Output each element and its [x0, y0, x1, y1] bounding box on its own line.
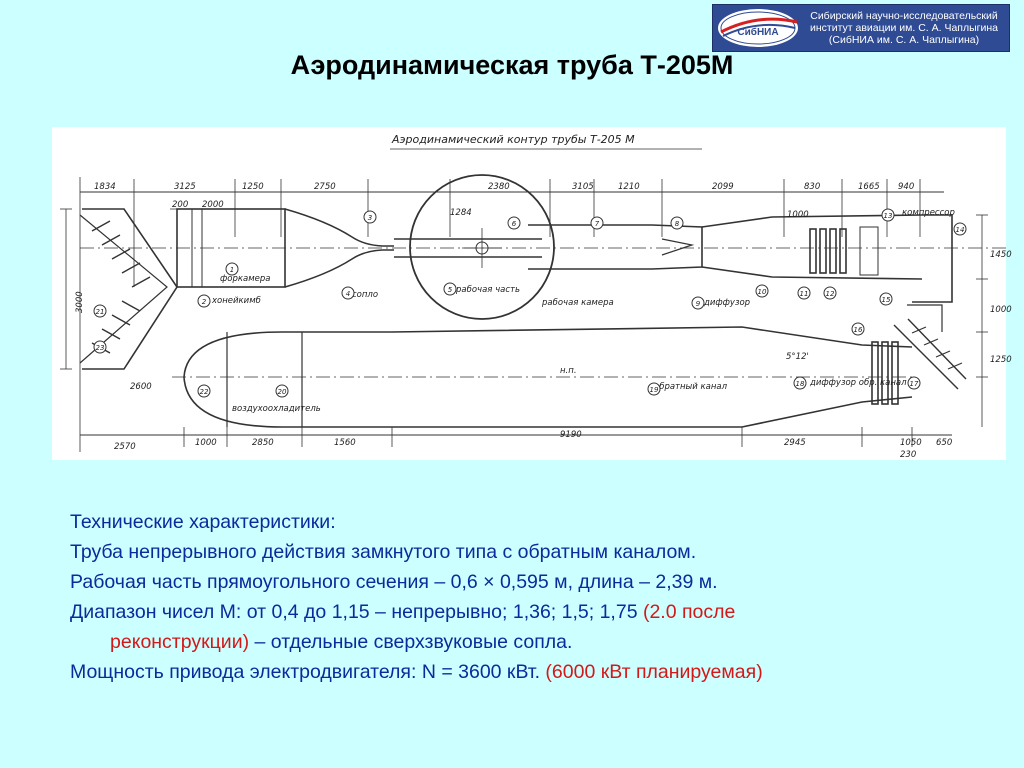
- dim-side-4: 1000: [990, 305, 1012, 315]
- logo-line-3: (СибНИА им. С. А. Чаплыгина): [828, 34, 980, 46]
- specs-line-5: Мощность привода электродвигателя: N = 3…: [70, 657, 1010, 687]
- sibnia-emblem-icon: СибНИА: [718, 9, 798, 47]
- logo-line-2: институт авиации им. С. А. Чаплыгина: [810, 22, 998, 34]
- label-return-diffuser: диффузор обр. канал: [809, 378, 907, 388]
- specs-line-3-red: (2.0 после: [642, 601, 736, 623]
- label-diffuser: диффузор: [703, 298, 750, 308]
- dim-top-9: 830: [804, 182, 820, 192]
- marker-13: 13: [884, 212, 893, 220]
- dim-bottom-3: 2850: [252, 438, 274, 448]
- label-working-chamber: рабочая камера: [541, 298, 614, 308]
- marker-16: 16: [854, 326, 863, 334]
- marker-4: 4: [346, 290, 350, 298]
- wind-tunnel-drawing: Аэродинамический контур трубы Т-205 М 18…: [52, 127, 1012, 460]
- label-angle: 5°12': [786, 352, 809, 362]
- specs-line-4: реконструкции) – отдельные сверхзвуковые…: [70, 627, 1010, 657]
- drawing-caption: Аэродинамический контур трубы Т-205 М: [391, 133, 635, 146]
- dim-top-3: 1250: [242, 182, 264, 192]
- dim-sub-3: 1284: [450, 208, 472, 218]
- label-compressor: компрессор: [902, 208, 955, 218]
- label-return-channel: обратный канал: [654, 382, 728, 392]
- label-forkamera: форкамера: [220, 274, 270, 284]
- dim-side-2: 2600: [130, 382, 152, 392]
- specs-line-1: Труба непрерывного действия замкнутого т…: [70, 541, 697, 563]
- dim-top-1: 1834: [94, 182, 116, 192]
- dim-bottom-5: 9190: [560, 430, 582, 440]
- specs-line-3: Диапазон чисел М: от 0,4 до 1,15 – непре…: [70, 597, 1010, 627]
- dim-top-7: 1210: [618, 182, 640, 192]
- marker-5: 5: [448, 286, 453, 294]
- dim-side-1: 3000: [75, 291, 85, 313]
- marker-21: 21: [96, 308, 105, 316]
- marker-1: 1: [230, 266, 234, 274]
- page-title: Аэродинамическая труба Т-205М: [290, 50, 734, 80]
- label-working-part: рабочая часть: [455, 285, 520, 295]
- dim-top-11: 940: [898, 182, 914, 192]
- marker-23: 23: [96, 344, 105, 352]
- dim-top-6: 3105: [572, 182, 594, 192]
- dim-bottom-6: 2945: [784, 438, 806, 448]
- specs-heading: Технические характеристики:: [70, 511, 336, 533]
- marker-3: 3: [368, 214, 372, 222]
- dim-bottom-9: 230: [900, 450, 916, 460]
- dim-side-3: 1450: [990, 250, 1012, 260]
- dim-top-4: 2750: [314, 182, 336, 192]
- dim-bottom-7: 1050: [900, 438, 922, 448]
- label-air-cooler: воздухоохладитель: [232, 404, 321, 414]
- dim-bottom-1: 2570: [114, 442, 136, 452]
- dim-sub-1: 200: [172, 200, 188, 210]
- dim-top-2: 3125: [174, 182, 196, 192]
- marker-7: 7: [595, 220, 600, 228]
- marker-17: 17: [910, 380, 919, 388]
- marker-14: 14: [956, 226, 965, 234]
- label-honeycomb: хонейкимб: [211, 296, 261, 306]
- dim-top-10: 1665: [858, 182, 880, 192]
- dim-sub-2: 2000: [202, 200, 224, 210]
- marker-12: 12: [826, 290, 835, 298]
- specs-line-4-main: – отдельные сверхзвуковые сопла.: [249, 631, 573, 653]
- marker-15: 15: [882, 296, 891, 304]
- marker-11: 11: [800, 290, 809, 298]
- dim-top-8: 2099: [712, 182, 734, 192]
- marker-6: 6: [512, 220, 517, 228]
- dim-bottom-4: 1560: [334, 438, 356, 448]
- institute-logo: СибНИА Сибирский научно-исследовательски…: [712, 4, 1010, 52]
- logo-emblem-text: СибНИА: [737, 26, 778, 38]
- dim-sub-4: 1000: [787, 210, 809, 220]
- marker-20: 20: [278, 388, 287, 396]
- technical-specs: Технические характеристики: Труба непрер…: [70, 507, 1010, 687]
- specs-line-2: Рабочая часть прямоугольного сечения – 0…: [70, 571, 718, 593]
- specs-line-3-main: Диапазон чисел М: от 0,4 до 1,15 – непре…: [70, 601, 643, 623]
- marker-8: 8: [675, 220, 680, 228]
- dim-top-5: 2380: [488, 182, 510, 192]
- marker-10: 10: [758, 288, 767, 296]
- marker-19: 19: [650, 386, 659, 394]
- marker-9: 9: [696, 300, 701, 308]
- logo-line-1: Сибирский научно-исследовательский: [810, 10, 998, 22]
- dim-side-5: 1250: [990, 355, 1012, 365]
- logo-text: Сибирский научно-исследовательский инсти…: [803, 10, 1009, 46]
- specs-line-5-main: Мощность привода электродвигателя: N = 3…: [70, 661, 546, 683]
- marker-2: 2: [202, 298, 207, 306]
- dim-bottom-2: 1000: [195, 438, 217, 448]
- specs-line-5-red: (6000 кВт планируемая): [545, 661, 763, 683]
- wind-tunnel-diagram: Аэродинамический контур трубы Т-205 М 18…: [60, 133, 1012, 460]
- label-np: н.п.: [560, 366, 577, 376]
- marker-22: 22: [200, 388, 209, 396]
- label-nozzle: сопло: [352, 290, 378, 300]
- marker-18: 18: [796, 380, 805, 388]
- specs-line-4-red: реконструкции): [110, 631, 250, 653]
- dim-bottom-8: 650: [936, 438, 952, 448]
